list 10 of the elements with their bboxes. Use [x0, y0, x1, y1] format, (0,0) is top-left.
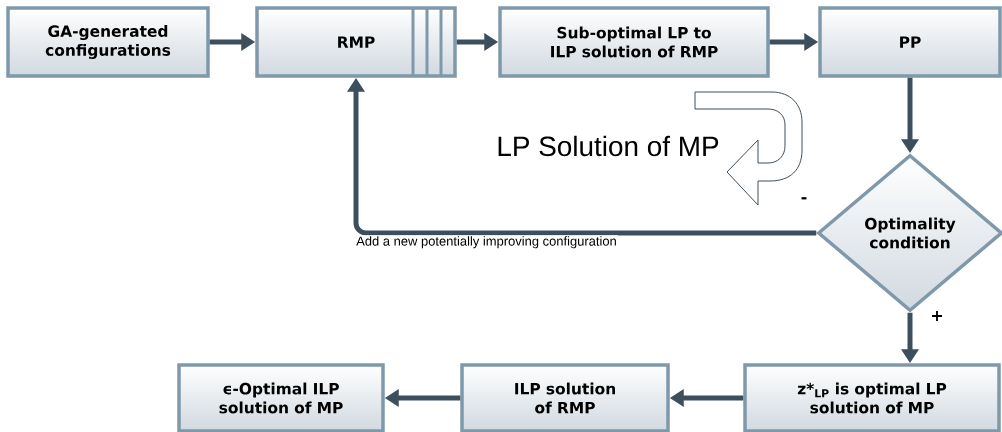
edge-label: + [929, 310, 945, 322]
process-box: PP [818, 6, 1002, 78]
process-box: ILP solution of RMP [460, 363, 670, 432]
process-box: GA-generated configurations [6, 6, 210, 78]
annotation-text: LP Solution of MP [498, 135, 719, 157]
stacked-box: RMP [255, 6, 457, 78]
edge-label: Add a new potentially improving configuration [355, 235, 618, 250]
process-box: ϵ-Optimal ILP solution of MP [177, 363, 385, 432]
process-box: Sub-optimal LP to ILP solution of RMP [498, 6, 770, 78]
process-box: z*$_{LP}$ is optimal LP solution of MP [743, 363, 1001, 432]
